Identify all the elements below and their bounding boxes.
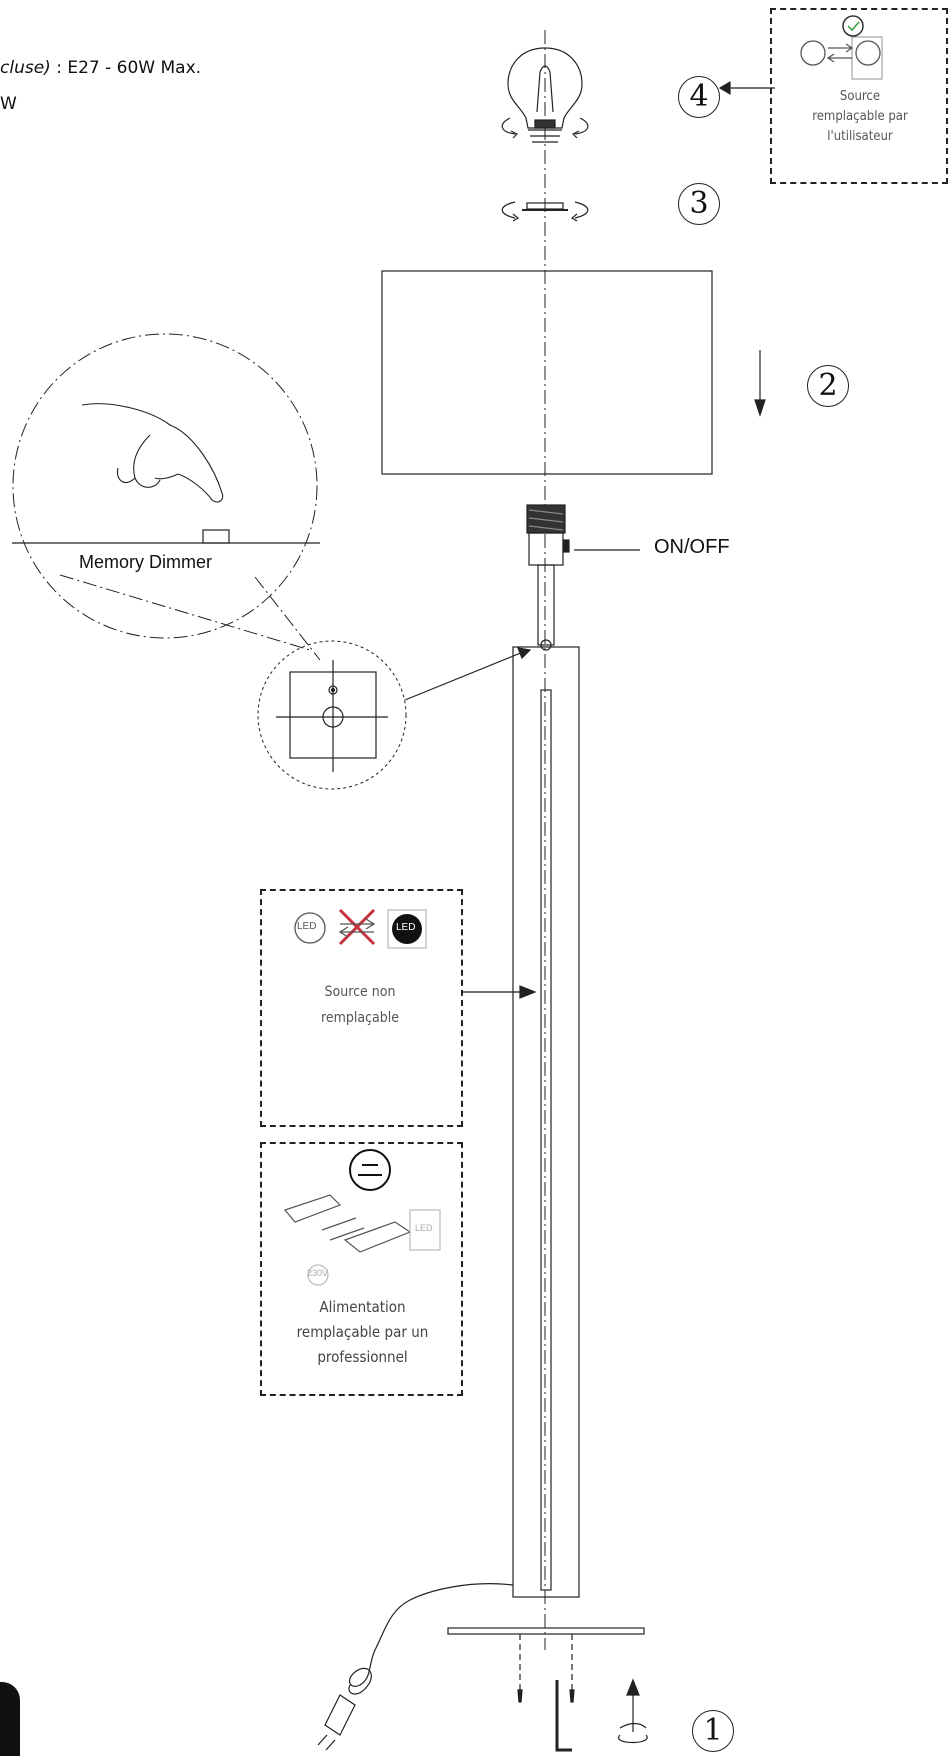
non-replaceable-source-box — [260, 889, 463, 1127]
led-outline-label: LED — [297, 921, 317, 932]
switch-icon — [526, 504, 640, 646]
lamp-stem — [512, 646, 580, 1598]
base-plate — [447, 1627, 645, 1635]
led-filled-icon — [392, 914, 422, 944]
step-1-badge: 1 — [692, 1710, 734, 1752]
on-off-label: ON/OFF — [654, 536, 730, 558]
power-supply-line-3: professionnel — [317, 1348, 408, 1366]
allen-key-icon — [555, 1680, 572, 1752]
memory-dimmer-label: Memory Dimmer — [79, 552, 212, 572]
replaceable-source-line-3: l'utilisateur — [827, 129, 893, 144]
cross-icon — [338, 908, 376, 946]
lamp-ring-icon — [501, 201, 589, 222]
spec-line-2: W — [0, 94, 17, 114]
driver-icon — [283, 1194, 441, 1286]
rotate-arrow-icon — [617, 1678, 648, 1744]
detail-circle — [257, 640, 407, 790]
power-supply-box — [260, 1142, 463, 1396]
voltage-label: 230V — [307, 1268, 329, 1278]
plug-icon — [317, 1694, 356, 1751]
power-supply-line-1: Alimentation — [319, 1298, 406, 1316]
hand-icon — [81, 403, 224, 503]
led-icon — [294, 912, 326, 944]
swap-arrows-icon — [800, 36, 883, 80]
check-icon — [842, 15, 864, 37]
replaceable-source-box — [770, 8, 948, 184]
step-4-badge: 4 — [678, 76, 720, 118]
power-cord — [348, 1583, 514, 1695]
power-supply-line-2: remplaçable par un — [296, 1323, 429, 1341]
bulb-icon — [501, 47, 589, 143]
led-tag-label: LED — [415, 1223, 433, 1233]
corner-tab — [0, 1682, 20, 1756]
technician-icon — [349, 1149, 391, 1191]
step-2-badge: 2 — [807, 365, 849, 407]
step-3-badge: 3 — [678, 183, 720, 225]
non-replaceable-line-1: Source non — [324, 984, 396, 1000]
replaceable-source-line-1: Source — [839, 89, 881, 104]
shade-icon — [381, 270, 713, 475]
led-filled-label: LED — [396, 922, 416, 933]
non-replaceable-line-2: remplaçable — [321, 1010, 399, 1026]
spec-line-1: cluse) : E27 - 60W Max. — [0, 58, 202, 78]
dimmer-magnifier — [12, 333, 318, 639]
replaceable-source-line-2: remplaçable par — [812, 109, 908, 124]
